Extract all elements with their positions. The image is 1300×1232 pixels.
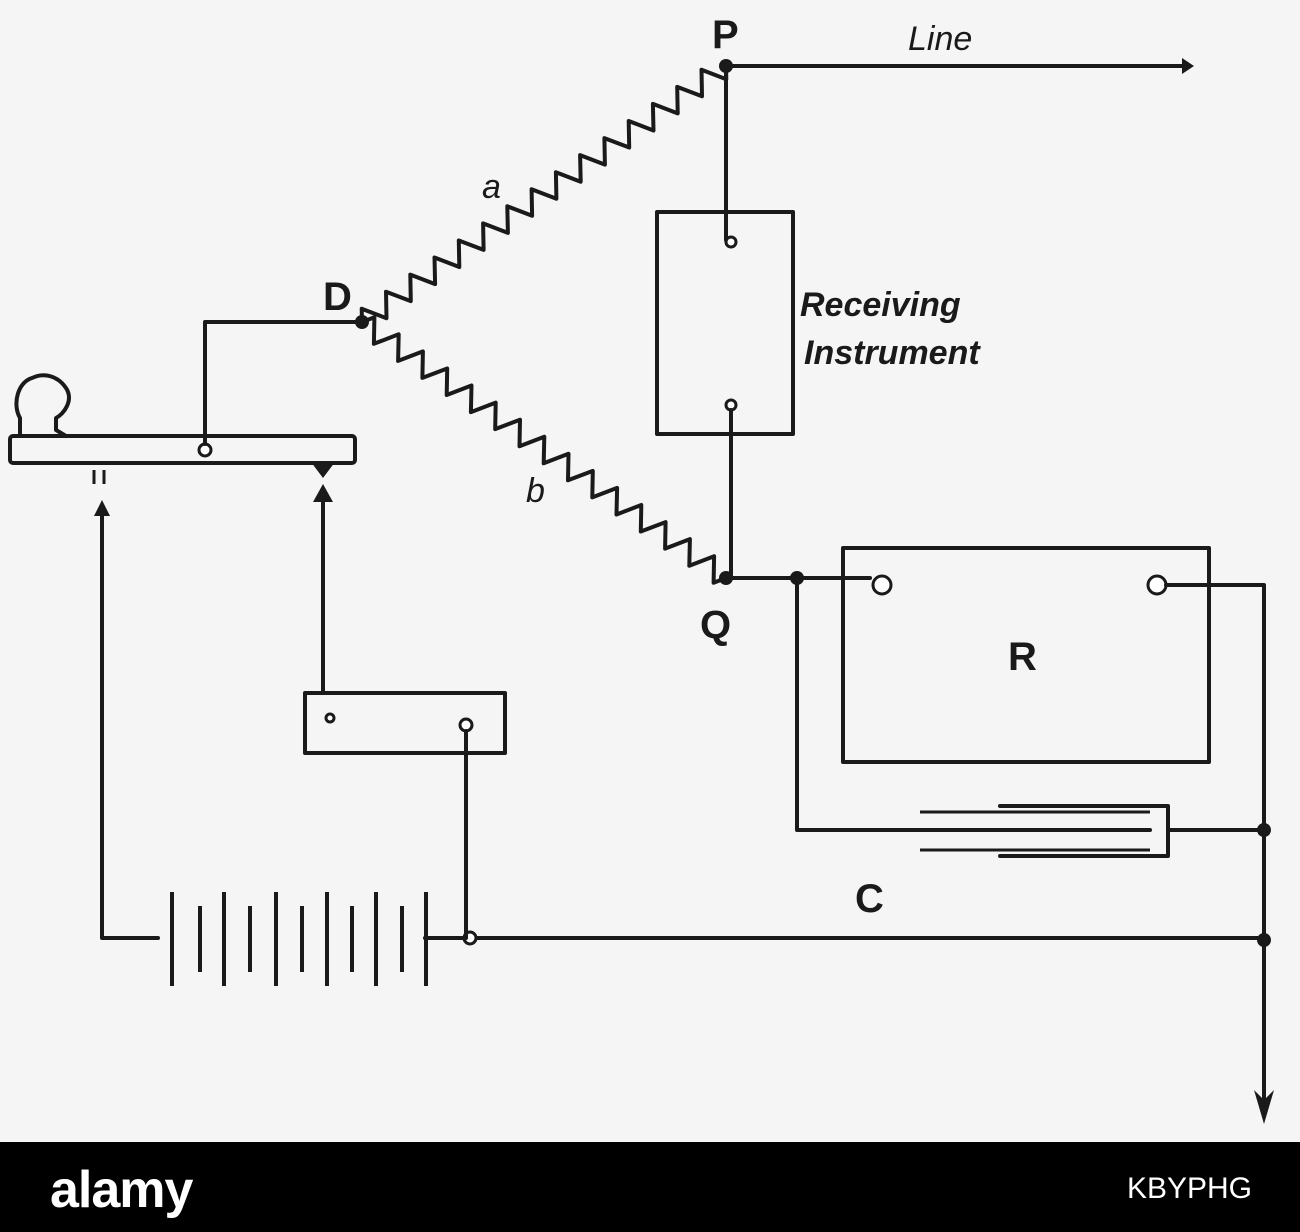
battery — [170, 892, 428, 986]
wire-r-to-right — [1164, 583, 1266, 1112]
label-line: Line — [908, 20, 972, 58]
key-contact-arrow-right — [313, 484, 333, 502]
label-instrument: Instrument — [804, 334, 981, 372]
wire-battery-left — [100, 510, 160, 940]
relay-box — [303, 691, 507, 755]
relay-terminal-left — [324, 712, 336, 724]
receiving-instrument-box — [655, 210, 795, 436]
junction-q — [719, 571, 733, 585]
circuit-svg: P Line D Q R C a b Receiving Instrument — [8, 13, 1274, 1124]
coil-b — [361, 315, 727, 585]
watermark-bar: alamy KBYPHG — [0, 1142, 1300, 1232]
junction-p — [719, 59, 733, 73]
key-contact-arrow-left — [94, 500, 110, 516]
label-b: b — [526, 472, 545, 510]
instrument-terminal-top — [724, 235, 738, 249]
resistance-r-box — [841, 546, 1211, 764]
junction-bottom-right — [1257, 933, 1271, 947]
r-terminal-right — [1146, 574, 1168, 596]
label-d: D — [323, 275, 352, 319]
junction-d — [355, 315, 369, 329]
circuit-diagram: P Line D Q R C a b Receiving Instrument — [8, 13, 1274, 1124]
label-p: P — [712, 13, 739, 57]
label-receiving: Receiving — [800, 286, 961, 324]
key-contact-posts — [92, 470, 106, 484]
morse-key-knob — [14, 373, 71, 438]
earth-arrow — [1254, 1090, 1274, 1124]
wire-junction-to-capacitor — [795, 576, 1152, 832]
label-a: a — [482, 168, 501, 206]
line-arrow — [1182, 58, 1194, 74]
r-terminal-left — [871, 574, 893, 596]
label-r: R — [1008, 635, 1037, 679]
key-contact-anvil — [311, 462, 335, 478]
label-c: C — [855, 877, 884, 921]
junction-capacitor-right — [1257, 823, 1271, 837]
morse-key-lever — [8, 434, 357, 465]
wire-key-to-d — [203, 320, 364, 446]
watermark-logo: alamy — [50, 1161, 193, 1219]
label-q: Q — [700, 603, 731, 647]
watermark-image-id: KBYPHG — [1126, 1172, 1252, 1205]
coil-a — [359, 65, 729, 323]
